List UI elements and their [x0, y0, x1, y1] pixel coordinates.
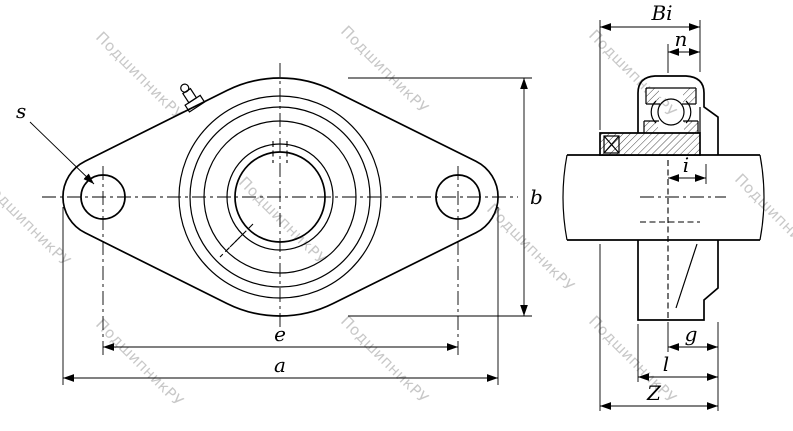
dimension-s-label: s: [16, 99, 26, 123]
dimension-n-label: n: [675, 27, 688, 51]
collar-outline: [599, 132, 701, 156]
housing-lower-outline: [637, 240, 719, 321]
set-screw-cross-lines: [603, 135, 620, 154]
setscrew-hole-hidden-line: [219, 233, 244, 258]
dimension-z: Z: [599, 244, 719, 411]
dimension-e-label: e: [274, 322, 286, 346]
dimension-i-label: i: [683, 153, 689, 177]
front-view-hidden-lines: [219, 141, 288, 258]
watermark-text: ПодшипникРУ: [337, 312, 432, 407]
dimension-n: n: [667, 27, 700, 73]
bearing-ball: [657, 98, 685, 126]
inner-ring-section: [599, 107, 701, 156]
dimension-g: g: [667, 322, 719, 352]
bolt-hole-left: [80, 174, 126, 220]
watermark-text: ПодшипникРУ: [92, 315, 187, 410]
side-view: [562, 75, 765, 321]
inner-ring-circle: [226, 143, 334, 251]
dimension-z-label: Z: [646, 381, 662, 405]
set-screw-body: [603, 135, 620, 154]
watermark-text: ПодшипникРУ: [92, 28, 187, 123]
collar-hatch: [600, 133, 700, 155]
dimension-b-extension-lines: [348, 77, 532, 317]
dimension-l: l: [637, 324, 719, 382]
dimension-b: b: [348, 77, 543, 317]
bolt-hole-right: [435, 174, 481, 220]
grease-fitting-base: [184, 94, 206, 113]
dimension-e: e: [103, 322, 458, 351]
shaft-left-end: [562, 154, 568, 241]
front-view: [42, 63, 518, 356]
dimension-i: i: [668, 153, 707, 184]
grease-fitting-body: [182, 87, 198, 104]
bearing-outer-ring-circle: [203, 120, 357, 274]
section-hatching: [600, 88, 700, 155]
watermark-text: ПодшипникРУ: [337, 22, 432, 117]
dimension-a-label: a: [274, 353, 286, 377]
flange-outline: [62, 77, 499, 317]
dimension-bi: Bi: [599, 1, 701, 130]
watermark-text: ПодшипникРУ: [235, 173, 330, 268]
dimension-b-label: b: [530, 185, 543, 209]
dimension-s-leader: [29, 121, 95, 185]
shaft: [562, 154, 765, 241]
outer-ring-hatch-right: [683, 88, 696, 104]
front-view-centerlines: [42, 63, 518, 356]
watermark-text: ПодшипникРУ: [731, 170, 793, 265]
housing-upper-outline: [637, 75, 719, 155]
housing-seat-inner-circle: [189, 106, 371, 288]
dimension-bi-label: Bi: [650, 1, 672, 25]
housing-seat-outer-circle: [178, 95, 382, 299]
flange-plate-taper-line: [675, 243, 698, 309]
bore-circle: [234, 151, 326, 243]
dimension-g-label: g: [685, 322, 698, 346]
setscrew-hole-hidden-line: [229, 223, 254, 248]
raceway-arc-left: [650, 100, 657, 124]
set-screw: [603, 135, 620, 154]
dimension-l-label: l: [663, 352, 669, 376]
grease-fitting: [180, 83, 206, 113]
raceway-arc-right: [685, 100, 692, 124]
inner-ring-hatch-left: [644, 121, 658, 133]
watermark-text: ПодшипникРУ: [585, 26, 680, 121]
housing-circles: [178, 95, 382, 299]
outer-ring-hatch-left: [646, 88, 659, 104]
grease-fitting-nipple: [180, 83, 190, 93]
dimension-a-extension-lines: [62, 207, 499, 385]
inner-ring-side-edges: [643, 121, 699, 133]
shaft-right-end: [759, 154, 765, 241]
dimension-a: a: [62, 207, 499, 385]
dimension-bi-extension-lines: [599, 20, 701, 130]
dimension-layer: s b e a Bi n: [16, 1, 719, 411]
inner-ring-hatch-right: [684, 121, 698, 133]
watermark-layer: ПодшипникРУ ПодшипникРУ ПодшипникРУ Подш…: [0, 22, 793, 410]
side-view-hidden-lines: [640, 160, 700, 318]
outer-ring-side-edges: [645, 88, 697, 104]
dimension-s: s: [16, 99, 95, 185]
